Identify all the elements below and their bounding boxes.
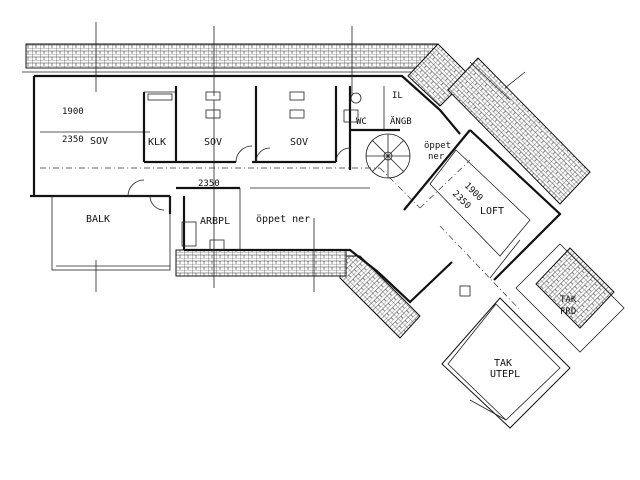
room-label-tak-utepl-2: UTEPL	[490, 369, 520, 380]
room-label-angb: ÄNGB	[390, 116, 412, 127]
room-label-oppet-ner: öppet ner	[256, 214, 310, 225]
dim-2350-left: 2350	[62, 135, 84, 145]
room-label-sov-1: SOV	[90, 136, 108, 147]
room-label-oppet-stair-2: ner	[428, 152, 445, 162]
room-label-klk: KLK	[148, 137, 166, 148]
room-label-wc: WC	[356, 117, 367, 127]
spiral-stair	[365, 133, 411, 179]
room-label-tak-utepl-1: TAK	[494, 358, 512, 369]
roof-tiles-bottom	[175, 249, 347, 277]
dim-2350-corridor: 2350	[198, 179, 220, 189]
room-label-arbpl: ARBPL	[200, 216, 230, 227]
room-label-tak-frd-2: FRD	[560, 307, 576, 317]
roof-ridge-lines	[40, 159, 521, 311]
roof-tiles-upper-right	[407, 43, 591, 205]
roof-tiles-top	[22, 43, 440, 73]
door-swings	[127, 145, 351, 211]
fixtures	[147, 91, 471, 297]
roof-tiles-tak-frd	[515, 243, 625, 353]
loft-outline	[429, 149, 531, 257]
grid-lines	[95, 22, 521, 421]
room-label-sov-3: SOV	[290, 137, 308, 148]
dim-1900-left: 1900	[62, 107, 84, 117]
room-label-loft: LOFT	[480, 206, 504, 217]
room-label-sov-2: SOV	[204, 137, 222, 148]
room-label-balk: BALK	[86, 214, 110, 225]
roof-tiles-lower-middle	[339, 255, 421, 339]
room-label-tak-frd-1: TAK	[560, 295, 577, 305]
balcony-outline	[51, 195, 171, 271]
interior-walls	[40, 86, 400, 250]
room-label-il: IL	[392, 91, 403, 101]
room-label-oppet-stair-1: öppet	[424, 141, 451, 151]
